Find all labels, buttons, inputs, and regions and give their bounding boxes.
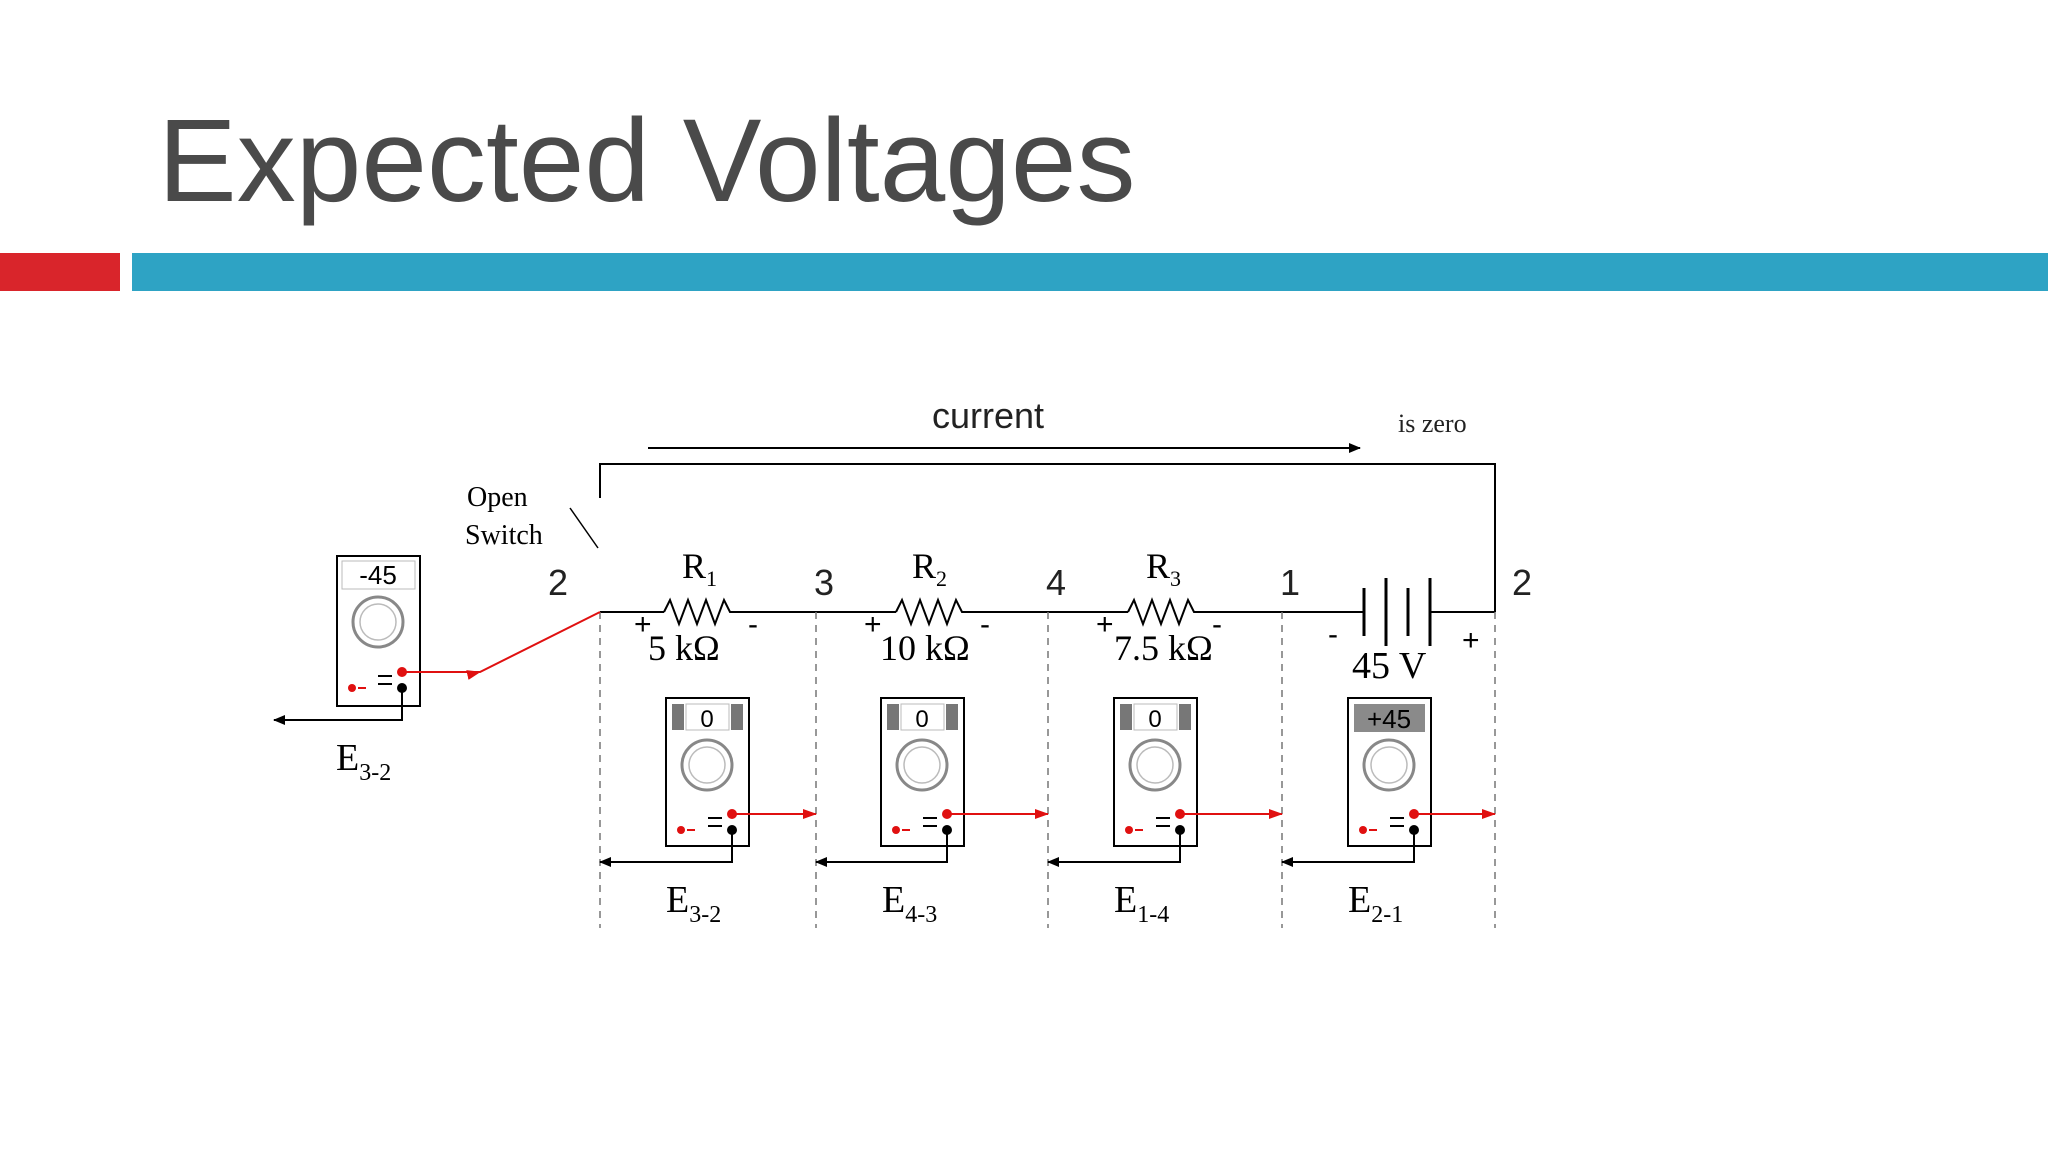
r3-minus-mark: - xyxy=(1212,608,1222,641)
node-label-4: 4 xyxy=(1046,562,1066,603)
voltmeter-left: -45 xyxy=(336,555,421,707)
zero-label: is zero xyxy=(1398,409,1467,438)
voltmeter-e14: 0 xyxy=(1113,697,1198,847)
r1-plus-mark: + xyxy=(634,608,652,641)
accent-bar-red xyxy=(0,253,120,291)
switch-label-line1: Open xyxy=(467,482,528,513)
voltmeter-e21-black-probe xyxy=(1281,830,1415,867)
r3-plus-mark: + xyxy=(1096,608,1114,641)
voltmeter-e21-label: E2-1 xyxy=(1348,879,1403,928)
voltmeter-e32-label: E3-2 xyxy=(666,879,721,928)
resistor-r2-symbol xyxy=(895,597,968,627)
voltmeter-e32: 0 xyxy=(665,697,750,847)
switch-pointer-line xyxy=(569,507,599,549)
voltmeter-e43-reading: 0 xyxy=(915,706,928,733)
r2-minus-mark: - xyxy=(980,608,990,641)
voltmeter-left-red-probe xyxy=(402,611,601,680)
resistor-r3-value: 7.5 kΩ xyxy=(1114,628,1213,668)
voltmeter-e14-label: E1-4 xyxy=(1114,879,1169,928)
voltmeter-e14-reading: 0 xyxy=(1148,706,1161,733)
r1-minus-mark: - xyxy=(748,608,758,641)
resistor-r1-value: 5 kΩ xyxy=(648,628,720,668)
voltmeter-e14-display xyxy=(1133,703,1178,731)
resistor-r1-label: R1 xyxy=(682,546,717,591)
voltmeter-left-reading: -45 xyxy=(359,560,397,590)
node-label-1: 1 xyxy=(1280,562,1300,603)
voltmeter-e32-reading: 0 xyxy=(700,706,713,733)
switch-label-line2: Switch xyxy=(465,520,543,551)
current-label: current xyxy=(932,395,1044,436)
resistor-r3-symbol xyxy=(1127,597,1200,627)
voltmeter-e14-black-probe xyxy=(1047,830,1181,867)
voltmeter-e21-display xyxy=(1354,704,1425,732)
voltmeter-e21: +45 xyxy=(1347,697,1432,847)
voltmeter-e14-dial-icon xyxy=(1128,738,1182,792)
resistor-r1-symbol xyxy=(663,597,736,627)
node-label-right: 2 xyxy=(1512,562,1532,603)
voltmeter-left-dial-icon xyxy=(351,595,405,649)
voltmeter-e43-display xyxy=(900,703,945,731)
voltmeter-e32-dial-icon xyxy=(680,738,734,792)
voltmeter-e21-reading: +45 xyxy=(1367,704,1411,734)
voltmeter-e43-black-probe xyxy=(815,830,948,867)
voltmeter-e21-dial-icon xyxy=(1362,738,1416,792)
r2-plus-mark: + xyxy=(864,608,882,641)
voltmeter-left-label: E3-2 xyxy=(336,737,391,786)
voltmeter-e43: 0 xyxy=(880,697,965,847)
resistor-r2-label: R2 xyxy=(912,546,947,591)
resistor-r3-label: R3 xyxy=(1146,546,1181,591)
node-label-3: 3 xyxy=(814,562,834,603)
resistor-r2-value: 10 kΩ xyxy=(880,628,970,668)
battery-minus-mark: - xyxy=(1328,618,1338,651)
return-wire xyxy=(599,463,1496,612)
voltmeter-e43-dial-icon xyxy=(895,738,949,792)
voltmeter-left-black-probe xyxy=(273,688,403,725)
battery-value: 45 V xyxy=(1352,645,1427,687)
slide-title: Expected Voltages xyxy=(158,95,1136,227)
battery-plus-mark: + xyxy=(1462,624,1480,657)
accent-bar-blue xyxy=(132,253,2048,291)
node-label-left: 2 xyxy=(548,562,568,603)
voltmeter-left-display xyxy=(341,560,416,590)
voltmeter-e32-display xyxy=(685,703,730,731)
voltmeter-e32-black-probe xyxy=(599,830,733,867)
voltmeter-e43-label: E4-3 xyxy=(882,879,937,928)
